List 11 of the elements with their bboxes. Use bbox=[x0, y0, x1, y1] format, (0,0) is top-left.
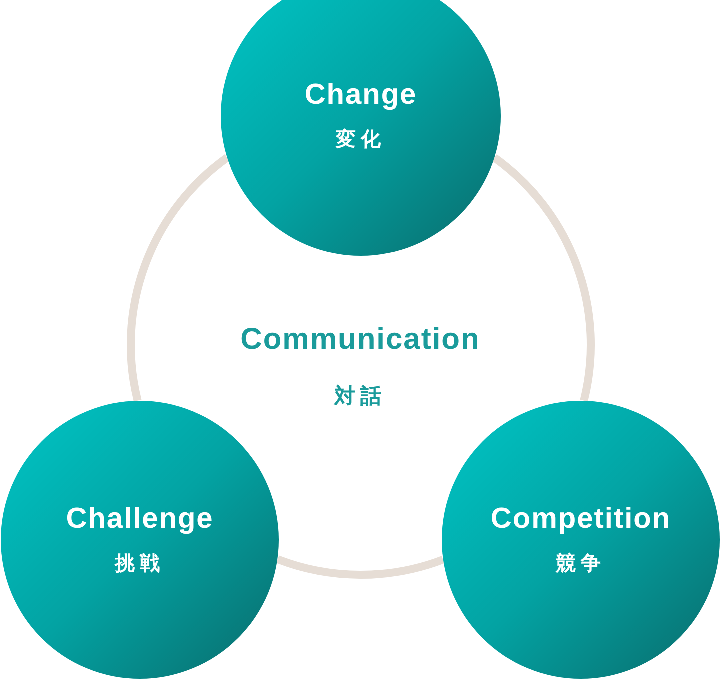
circle-title: Change bbox=[304, 79, 418, 112]
circle-title: Challenge bbox=[66, 503, 214, 536]
ring-arc bbox=[492, 154, 595, 402]
ring-arc bbox=[276, 556, 444, 579]
ring-arc bbox=[127, 154, 230, 402]
center-title: Communication bbox=[240, 323, 482, 357]
circle-subtitle: 挑戦 bbox=[115, 552, 165, 577]
circle-subtitle: 競争 bbox=[556, 552, 606, 577]
circle-subtitle: 変化 bbox=[336, 128, 386, 153]
center-subtitle: 対話 bbox=[333, 384, 388, 410]
circle-title: Competition bbox=[490, 503, 672, 536]
